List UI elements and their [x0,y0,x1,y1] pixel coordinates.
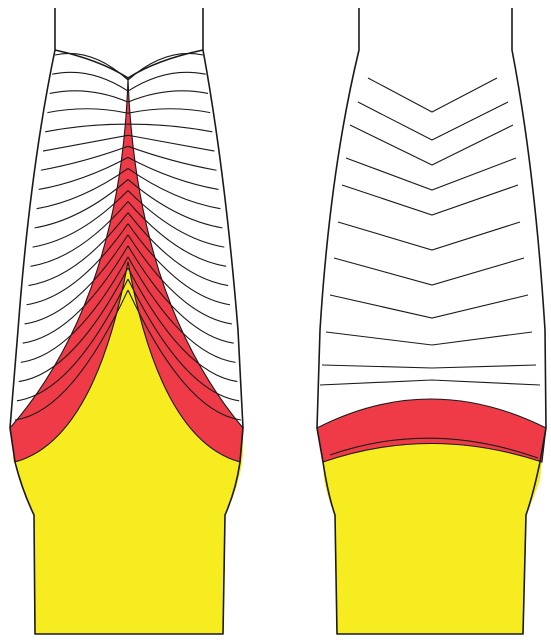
right-layer-line [346,158,516,190]
left-layer-line [55,53,203,80]
right-layer-line [320,380,540,385]
right-yellow-zone [323,444,542,635]
right-layer-line [326,332,532,345]
right-layer-line [338,222,520,250]
right-layer-line [368,78,497,112]
right-layer-line [334,258,524,285]
left-diagram [10,8,243,634]
right-layer-line [350,125,513,165]
right-layer-line [322,365,536,368]
right-layer-line [358,102,508,140]
right-diagram [317,8,546,634]
right-layer-line [330,295,528,318]
